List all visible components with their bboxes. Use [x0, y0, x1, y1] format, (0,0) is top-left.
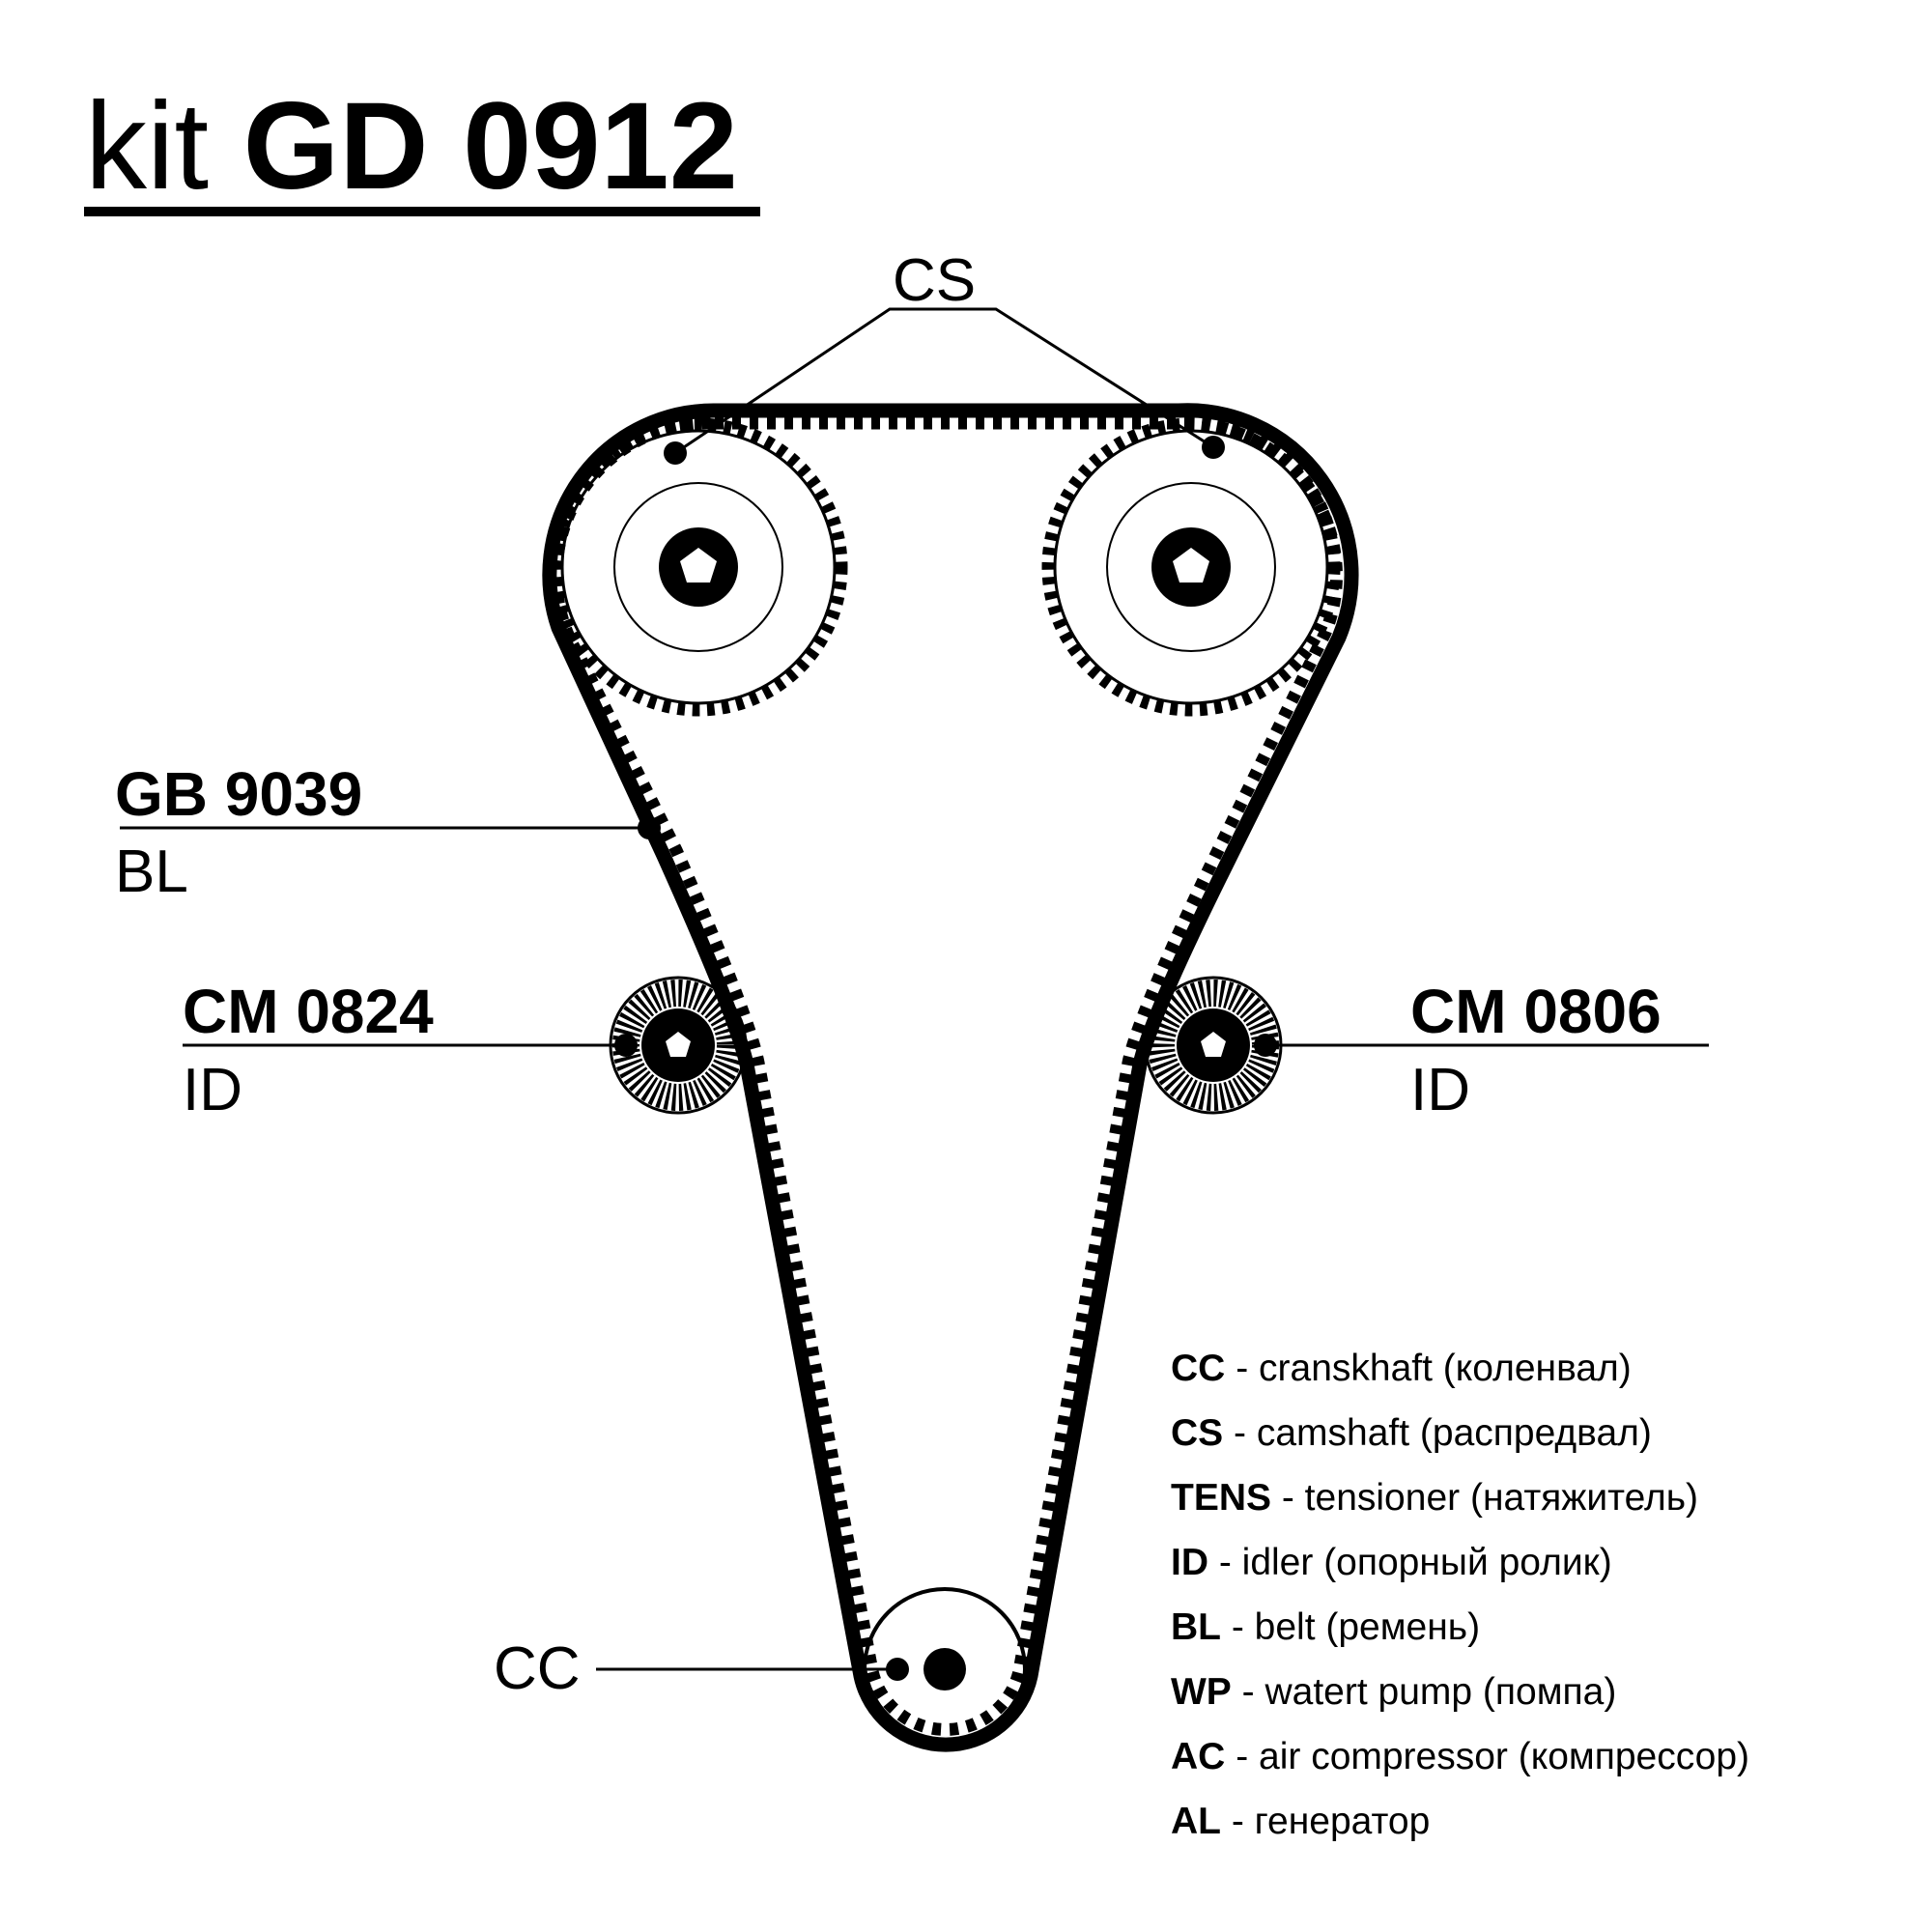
legend-item: BL - belt (ремень) — [1171, 1606, 1749, 1671]
pentagon-bolt-icon — [666, 1032, 691, 1057]
pentagon-bolt-icon — [1173, 548, 1209, 582]
legend: CC - cranskhaft (коленвал) CS - camshaft… — [1171, 1348, 1749, 1865]
title-underline — [84, 207, 760, 216]
camshaft-pulley-right — [1041, 417, 1341, 717]
legend-desc: - watert pump (помпа) — [1241, 1671, 1617, 1713]
kit-title: kit GD 0912 — [85, 85, 738, 209]
legend-item: ID - idler (опорный ролик) — [1171, 1542, 1749, 1606]
legend-desc: - belt (ремень) — [1231, 1606, 1481, 1648]
belt-abbr: BL — [115, 838, 188, 905]
camshaft-pulley-left — [549, 417, 848, 717]
title-prefix: kit — [85, 77, 209, 215]
idler-right-abbr: ID — [1410, 1057, 1470, 1123]
legend-desc: - генератор — [1231, 1801, 1431, 1842]
legend-abbr: TENS — [1171, 1477, 1272, 1519]
legend-desc: - air compressor (компрессор) — [1236, 1736, 1750, 1777]
idler-left-abbr: ID — [183, 1057, 242, 1123]
legend-item: CS - camshaft (распредвал) — [1171, 1412, 1749, 1477]
legend-abbr: BL — [1171, 1606, 1221, 1648]
leader-lines — [120, 307, 1709, 1671]
pentagon-bolt-icon — [1201, 1032, 1226, 1057]
legend-abbr: WP — [1171, 1671, 1232, 1713]
belt-code: GB 9039 — [115, 759, 363, 829]
timing-belt — [542, 403, 1359, 1752]
legend-item: TENS - tensioner (натяжитель) — [1171, 1477, 1749, 1542]
pentagon-bolt-icon — [680, 548, 717, 582]
legend-abbr: CS — [1171, 1412, 1224, 1454]
cs-label: CS — [893, 247, 977, 314]
legend-abbr: CC — [1171, 1348, 1226, 1389]
legend-item: CC - cranskhaft (коленвал) — [1171, 1348, 1749, 1412]
legend-abbr: ID — [1171, 1542, 1208, 1583]
idler-right-code: CM 0806 — [1410, 977, 1662, 1046]
title-code: GD 0912 — [242, 77, 738, 215]
crankshaft-pulley — [863, 1587, 1027, 1751]
legend-desc: - cranskhaft (коленвал) — [1236, 1348, 1632, 1389]
legend-desc: - camshaft (распредвал) — [1234, 1412, 1652, 1454]
leader-dots — [614, 436, 1277, 1681]
legend-abbr: AC — [1171, 1736, 1226, 1777]
idler-left-code: CM 0824 — [183, 977, 434, 1046]
cc-label: CC — [494, 1635, 581, 1702]
legend-item: AL - генератор — [1171, 1801, 1749, 1865]
legend-item: WP - watert pump (помпа) — [1171, 1671, 1749, 1736]
legend-item: AC - air compressor (компрессор) — [1171, 1736, 1749, 1801]
legend-desc: - idler (опорный ролик) — [1218, 1542, 1612, 1583]
legend-abbr: AL — [1171, 1801, 1221, 1842]
legend-desc: - tensioner (натяжитель) — [1281, 1477, 1699, 1519]
